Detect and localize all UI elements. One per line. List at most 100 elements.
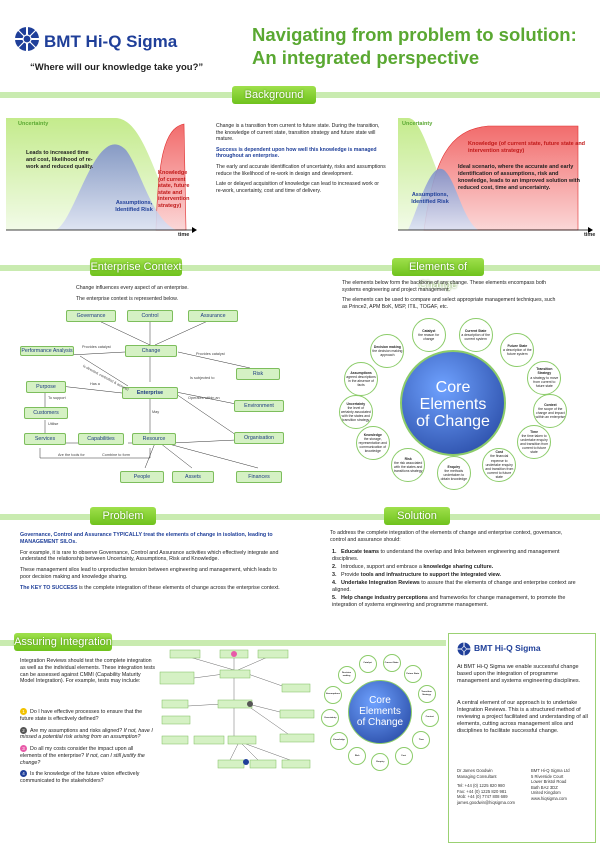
page-title-line2: An integrated perspective [252,47,480,68]
enterprise-p2: The enterprise context is represented be… [76,295,179,302]
solution-step-1: 1.Educate teams to understand the overla… [332,549,560,562]
node-performance: Performance Analysis [20,346,74,356]
contact-email[interactable]: james.goodwin@hiqsigma.com [457,799,516,805]
background-p3: The early and accurate identification of… [216,163,386,177]
left-uncertainty-label: Uncertainty [18,121,49,127]
enterprise-diagram-links [39,319,259,469]
solution-intro: To address the complete integration of t… [330,530,563,543]
problem-key: The KEY TO SUCCESS [20,584,78,591]
contact-p1: At BMT Hi-Q Sigma we enable successful c… [457,664,581,684]
left-time-label: time [178,232,190,238]
node-enterprise: Enterprise [122,387,178,399]
background-left-chart [6,118,197,233]
node-environment: Environment [234,400,284,412]
assuring-rule [0,640,446,646]
solution-steps: 1.Educate teams to understand the overla… [332,549,582,610]
link-combine-to-form: Combine to form [102,453,131,457]
enterprise-p1: Change influences every aspect of an ent… [76,285,189,291]
background-p4: Late or delayed acquisition of knowledge… [216,181,379,194]
mini-element-decision-making: Decision making [337,665,356,684]
elements-p2: The elements can be used to compare and … [342,297,556,310]
mini-enterprise-diagram [159,649,315,769]
page-title-line1: Navigating from problem to solution: [252,24,577,45]
left-leads-label: Leads to increased time and cost, likeli… [26,150,94,170]
right-uncertainty-label: Uncertainty [402,121,433,127]
mini-element-assumptions: Assumptions [324,685,343,704]
link-provides-catalyst: Provides catalyst [82,345,111,349]
node-people: People [120,471,164,483]
mini-element-risk: Risk [348,747,367,766]
node-change: Change [125,345,177,357]
contact-role: Managing Consultant [457,773,497,779]
link-may: May [152,410,160,414]
contact-p2: A central element of our approach is to … [457,700,588,734]
node-resource: Resource [132,433,176,445]
enterprise-text: Change influences every aspect of an ent… [76,285,276,306]
contact-web[interactable]: www.hiqsigma.com [531,795,567,801]
solution-heading: Solution [384,507,450,525]
solution-step-3: 3.Provide tools and infrastructure to su… [332,572,502,578]
mini-core-circle: Core Elements of Change [348,680,412,744]
contact-logo-text: BMT Hi-Q Sigma [474,643,541,653]
contact-fax: Fax: +44 (0) 1225 820 981 [457,788,507,794]
node-risk: Risk [236,368,280,380]
logo-text: BMT Hi-Q Sigma [44,32,178,51]
solution-step-2: 2.Introduce, support and embrace a knowl… [332,564,494,570]
link-to-support: To support [48,396,66,400]
core-circle: Core Elements of Change [400,350,506,456]
background-p2: Success is dependent upon how well this … [216,146,377,160]
mini-element-transition-strategy: Transition Strategy [417,684,436,703]
elements-heading: Elements of Change [392,258,484,291]
problem-p4-rest: is the complete integration of these ele… [77,584,280,591]
node-assets: Assets [172,471,214,483]
link-has-a: Has a [90,382,100,386]
contact-details: Dr James Goodwin Managing Consultant Tel… [457,768,527,806]
q4-icon: 4 [20,770,27,778]
link-operates-within: Operates within an [188,396,220,400]
mini-element-context: Context [420,708,439,727]
enterprise-rule [0,265,600,271]
problem-text: Governance, Control and Assurance TYPICA… [20,532,280,596]
mini-element-current-state: Current State [382,654,401,673]
node-finances: Finances [236,471,282,483]
node-control: Control [127,310,173,322]
mini-element-uncertainty: Uncertainty [321,709,340,728]
enterprise-heading: Enterprise Context [90,258,182,276]
contact-address: BMT Hi-Q Sigma Ltd 5 Riverside Court Low… [531,768,593,802]
mini-element-enquiry: Enquiry [371,752,390,771]
solution-step-4: 4.Undertake Integration Reviews to assur… [332,580,576,593]
mini-element-future-state: Future State [403,665,422,684]
link-are-the-tools: Are the tools for [58,453,85,457]
node-customers: Customers [24,407,68,419]
assuring-heading: Assuring Integration [14,633,112,651]
header-logo: BMT Hi-Q Sigma [14,26,224,56]
left-assumptions-label: Assumptions, Identified Risk [115,200,153,213]
core-title-1: Core [435,379,471,396]
contact-logo-icon [457,642,471,656]
node-purpose: Purpose [26,381,66,393]
core-title-2: Elements [419,396,487,413]
background-heading: Background [232,86,316,104]
tagline: “Where will our knowledge take you?” [30,62,204,73]
left-knowledge-label: Knowledge (of current state, future stat… [158,170,190,209]
contact-name: Dr James Goodwin [457,768,493,773]
node-services: Services [24,433,66,445]
node-governance: Governance [66,310,116,322]
problem-p4: The KEY TO SUCCESS is the complete integ… [20,585,280,592]
background-right-chart [398,118,593,233]
